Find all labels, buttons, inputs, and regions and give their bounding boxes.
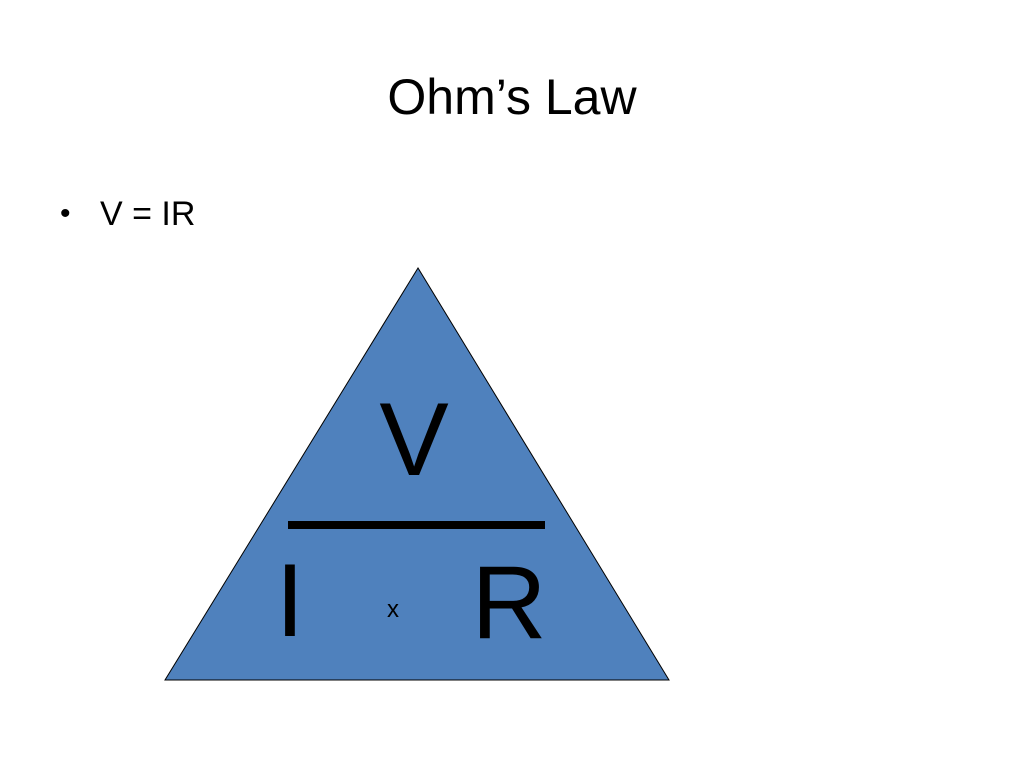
bullet-item: • V = IR xyxy=(60,190,195,238)
current-symbol: I xyxy=(276,543,305,659)
multiply-symbol: x xyxy=(387,596,399,623)
bullet-icon: • xyxy=(60,197,71,230)
triangle-shape xyxy=(164,267,670,681)
bullet-text: V = IR xyxy=(100,195,196,233)
bullet-list: • V = IR xyxy=(60,190,195,238)
resistance-symbol: R xyxy=(471,545,546,661)
voltage-symbol: V xyxy=(379,382,448,498)
slide-title: Ohm’s Law xyxy=(387,69,637,125)
